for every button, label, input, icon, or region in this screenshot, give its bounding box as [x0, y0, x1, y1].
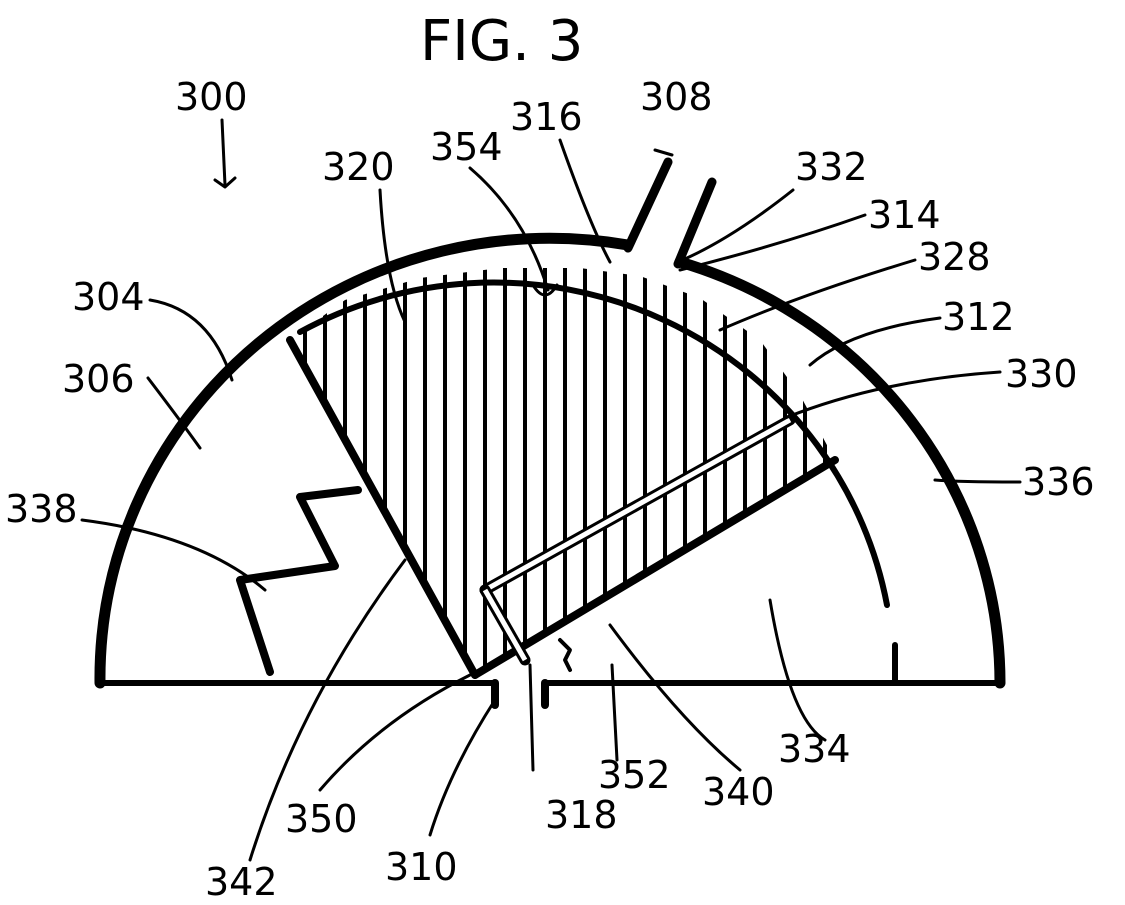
label-312: 312	[942, 295, 1015, 339]
label-352: 352	[598, 753, 671, 797]
label-300: 300	[175, 75, 248, 119]
gap-352	[558, 638, 572, 672]
label-318: 318	[545, 793, 618, 837]
label-316: 316	[510, 95, 583, 139]
label-332: 332	[795, 145, 868, 189]
rotor-bottom-edge	[471, 456, 839, 679]
label-306: 306	[62, 357, 135, 401]
label-304: 304	[72, 275, 145, 319]
rotor-left-edge	[286, 336, 479, 679]
label-330: 330	[1005, 352, 1078, 396]
label-350: 350	[285, 797, 358, 841]
label-336: 336	[1022, 460, 1095, 504]
angle-354	[531, 283, 559, 297]
label-314: 314	[868, 193, 941, 237]
channel-drop-inner	[482, 588, 528, 662]
label-328: 328	[918, 235, 991, 279]
label-320: 320	[322, 145, 395, 189]
inlet-tube-right	[673, 177, 717, 269]
outer-housing	[94, 232, 634, 689]
channel-inner	[483, 417, 792, 593]
label-354: 354	[430, 125, 503, 169]
inner-wall	[297, 279, 890, 608]
label-308: 308	[640, 75, 713, 119]
figure-title: FIG. 3	[420, 9, 583, 74]
label-342: 342	[205, 860, 278, 904]
label-340: 340	[702, 770, 775, 814]
label-334: 334	[778, 727, 851, 771]
leader-lines	[80, 118, 1022, 862]
label-310: 310	[385, 845, 458, 889]
outer-housing-right	[674, 256, 1006, 689]
label-338: 338	[5, 487, 78, 531]
inlet-tube-left	[623, 157, 673, 253]
zigzag-element	[236, 486, 362, 676]
